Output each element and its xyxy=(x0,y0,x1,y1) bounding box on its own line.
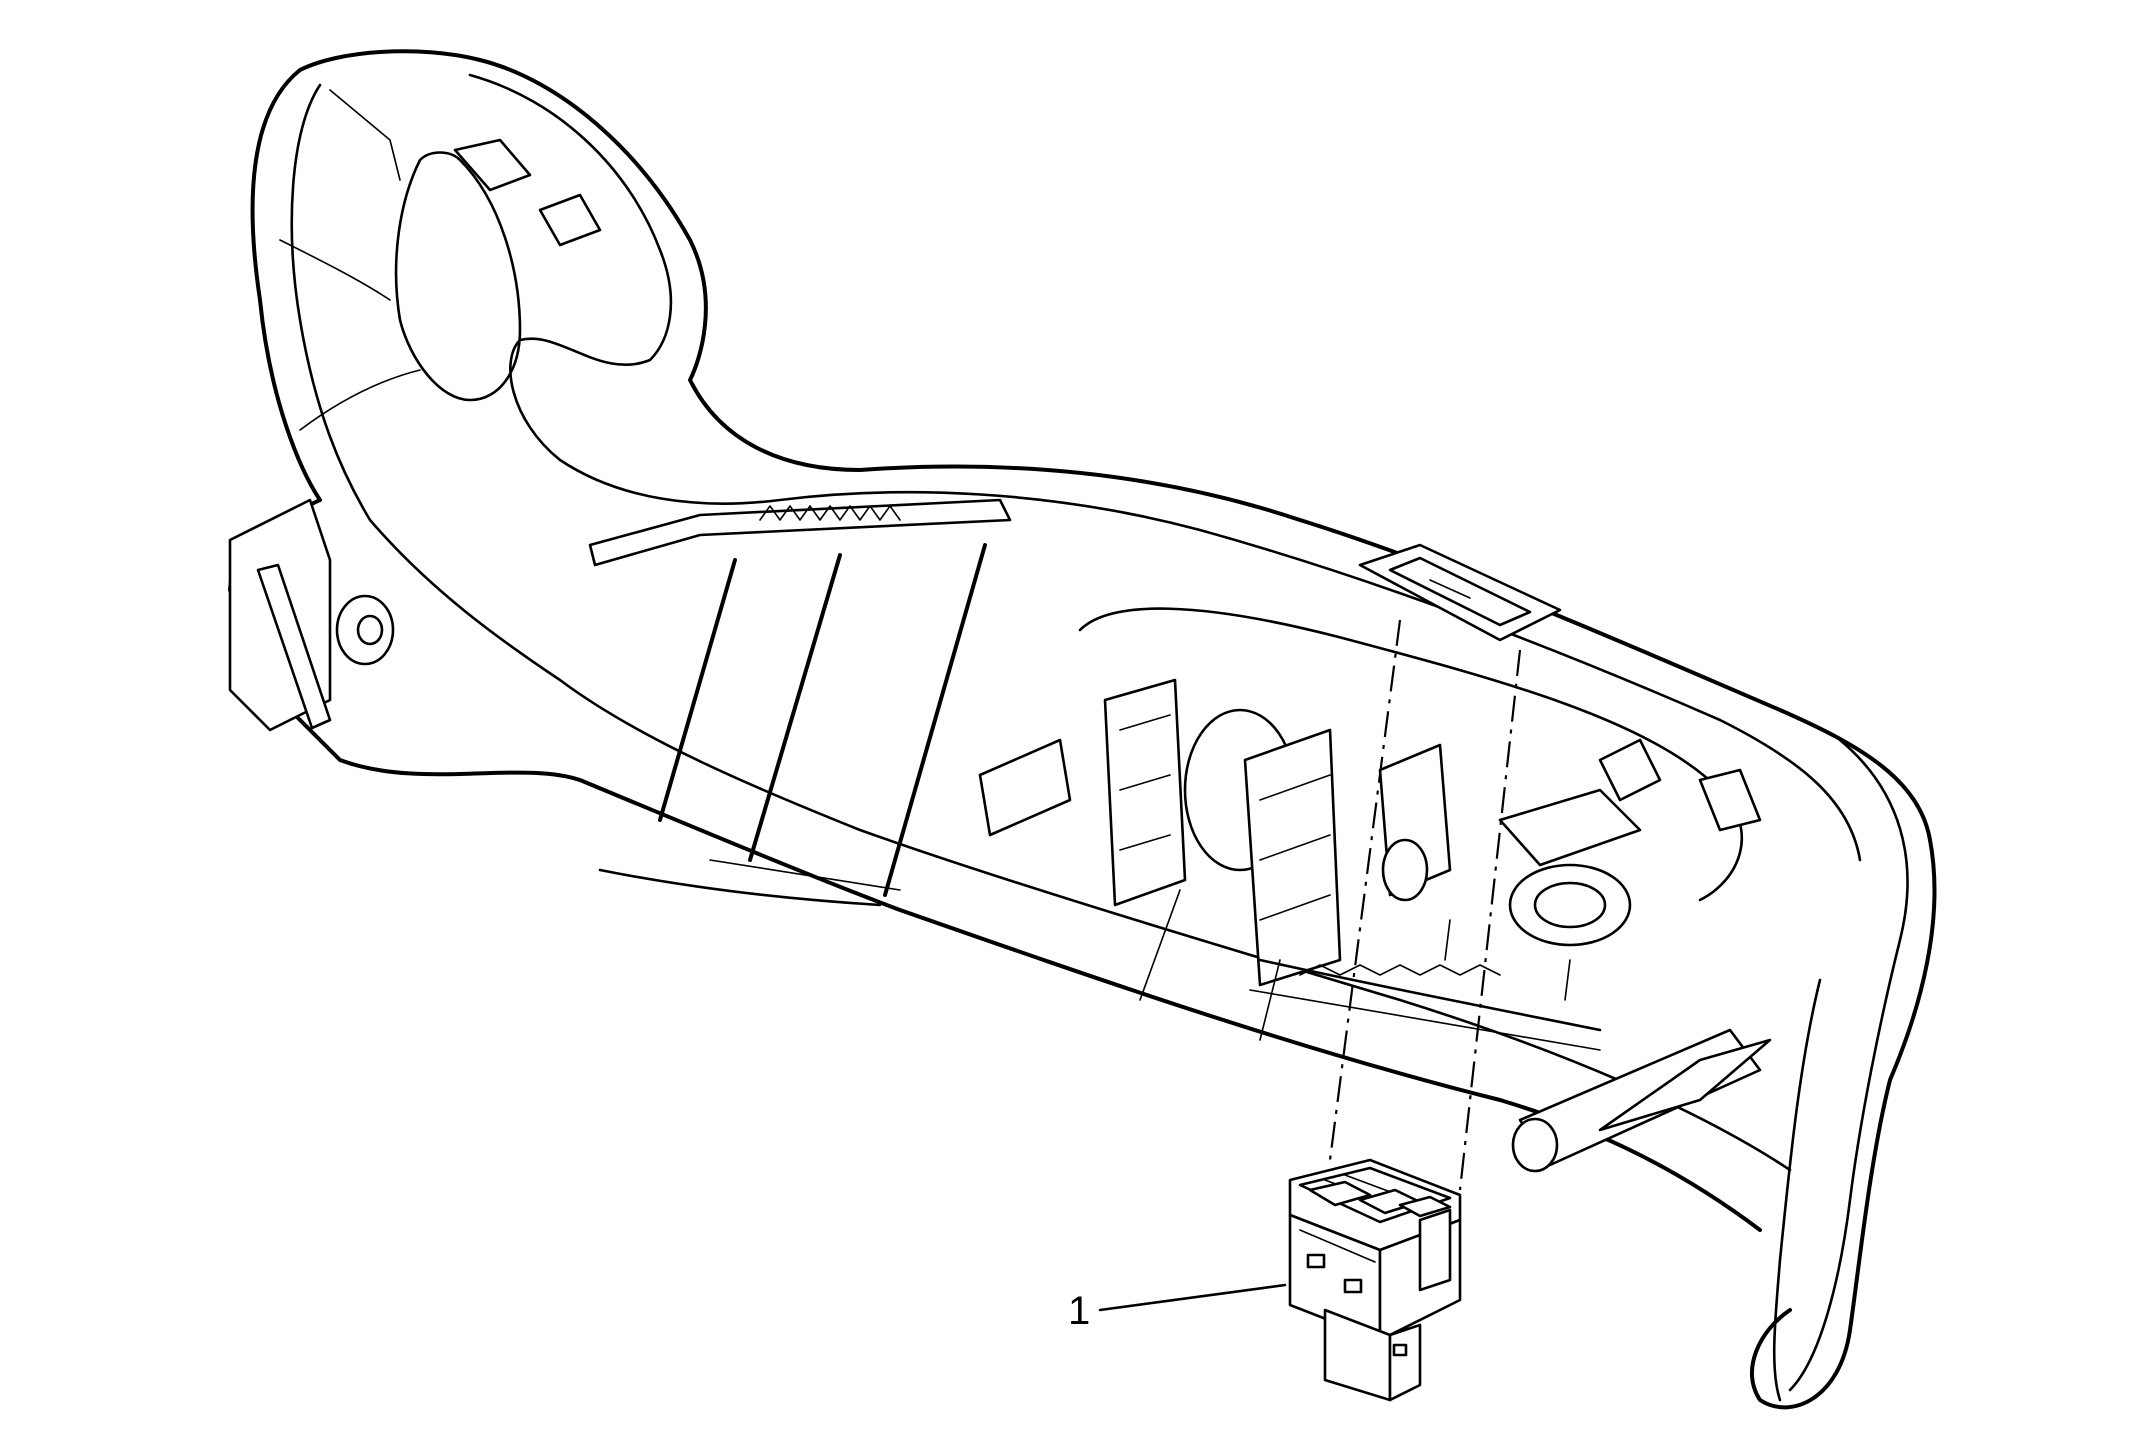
window-switch xyxy=(1288,1158,1462,1402)
center-ribs xyxy=(588,498,1012,907)
armrest-trim-panel xyxy=(228,49,1937,1410)
locating-pin xyxy=(1511,1028,1772,1173)
left-end-pocket xyxy=(279,89,602,431)
inner-brackets xyxy=(978,607,1762,1051)
switch-opening xyxy=(1358,543,1562,642)
side-tab xyxy=(228,498,395,732)
callout-1-leader xyxy=(1098,1283,1287,1312)
callout-1: 1 xyxy=(1068,1283,1287,1333)
installation-guide-lines xyxy=(1328,619,1522,1191)
callout-1-label: 1 xyxy=(1068,1289,1090,1333)
